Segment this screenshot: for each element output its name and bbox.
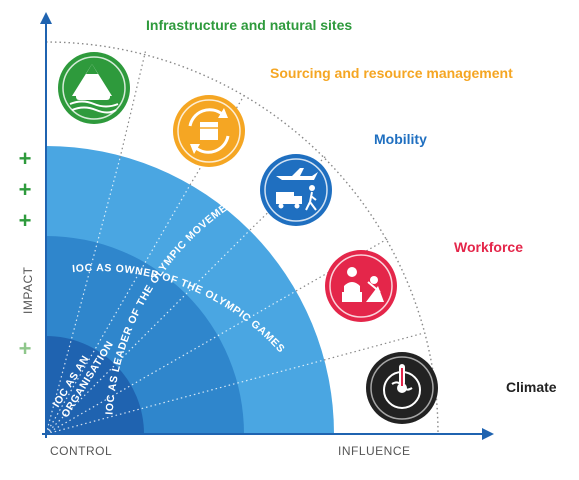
worker-laptop-icon — [325, 250, 397, 322]
x-axis-arrow-icon — [482, 428, 494, 440]
x-axis-label-influence: INFLUENCE — [338, 444, 411, 458]
category-label-workforce: Workforce — [454, 239, 523, 255]
category-label-mobility: Mobility — [374, 131, 427, 147]
mountain-stadium-icon — [58, 52, 130, 124]
category-label-sourcing: Sourcing and resource management — [270, 65, 513, 81]
y-axis-label-impact: IMPACT — [21, 266, 35, 314]
plus-mark-1: + — [19, 146, 32, 171]
recycle-box-icon — [173, 95, 245, 167]
plus-mark-4: + — [19, 336, 32, 361]
plus-mark-2: + — [19, 177, 32, 202]
ring-organisation — [46, 336, 144, 434]
plane-truck-walker-icon — [260, 154, 332, 226]
category-label-infrastructure: Infrastructure and natural sites — [146, 17, 352, 33]
category-label-climate: Climate — [506, 379, 557, 395]
plus-mark-3: + — [19, 208, 32, 233]
y-axis-arrow-icon — [40, 12, 52, 24]
radial-lines — [45, 157, 325, 435]
x-axis-label-control: CONTROL — [50, 444, 112, 458]
outer-radial-lines — [119, 48, 425, 361]
thermometer-globe-icon — [366, 352, 438, 424]
